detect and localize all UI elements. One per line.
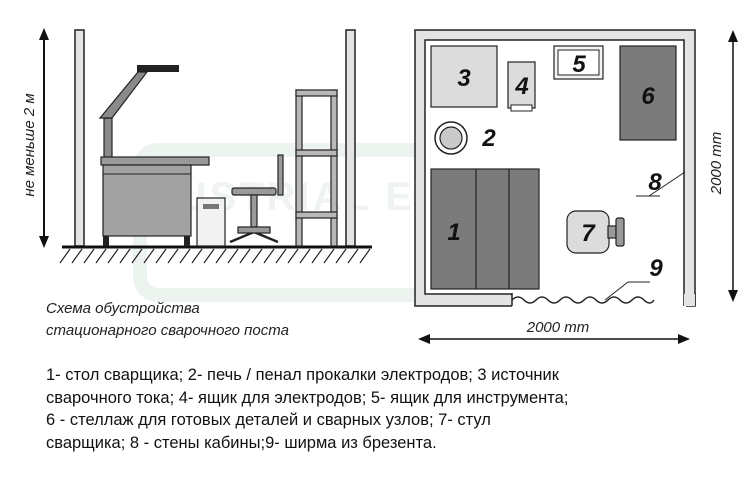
- side-electrode-box: [196, 197, 226, 247]
- side-chair: [229, 154, 284, 244]
- legend-text: 1- стол сварщика; 2- печь / пенал прокал…: [46, 364, 736, 454]
- side-shelving: [295, 89, 338, 247]
- plan-oven: [434, 121, 468, 155]
- plan-chair: [566, 210, 625, 254]
- canvas-curtain: [511, 296, 655, 304]
- side-height-label: не меньше 2 м: [21, 93, 38, 196]
- label-item-8: 8: [648, 169, 662, 196]
- legend-line-2: сварочного тока; 4- ящик для электродов;…: [46, 388, 569, 407]
- leader-line-8: [648, 171, 686, 197]
- label-item-7: 7: [581, 220, 596, 247]
- side-wall-left: [74, 29, 85, 247]
- caption-line-2: стационарного сварочного поста: [46, 322, 289, 339]
- diagram-caption: Схема обустройства стационарного сварочн…: [46, 298, 386, 342]
- height-arrow: [39, 28, 49, 248]
- legend-line-4: сварщика; 8 - стены кабины;9- ширма из б…: [46, 433, 437, 452]
- label-item-5: 5: [572, 51, 586, 78]
- height-dimension-arrow: [728, 30, 738, 302]
- height-dimension-label: 2000 mm: [708, 132, 725, 196]
- caption-line-1: Схема обустройства: [46, 300, 200, 317]
- label-item-9: 9: [649, 255, 663, 282]
- plan-rack: [619, 45, 677, 141]
- side-view: не меньше 2 м: [21, 28, 372, 264]
- side-welding-table: [98, 65, 210, 246]
- legend-line-3: 6 - стеллаж для готовых деталей и сварны…: [46, 411, 491, 429]
- plan-power-source: [430, 45, 498, 108]
- plan-view: 1 2 3 4 5 6 7 8 9 2000 mm 2000 mm: [414, 29, 738, 344]
- floor: [59, 245, 372, 264]
- label-item-2: 2: [481, 125, 496, 152]
- width-dimension-label: 2000 mm: [526, 319, 590, 336]
- legend-line-1: 1- стол сварщика; 2- печь / пенал прокал…: [46, 366, 559, 384]
- label-item-3: 3: [457, 65, 471, 92]
- width-arrow: [418, 334, 690, 344]
- label-item-4: 4: [514, 73, 528, 100]
- plan-welder-table: [430, 168, 540, 290]
- label-item-6: 6: [641, 83, 655, 110]
- side-wall-right: [345, 29, 356, 247]
- label-item-1: 1: [447, 219, 460, 246]
